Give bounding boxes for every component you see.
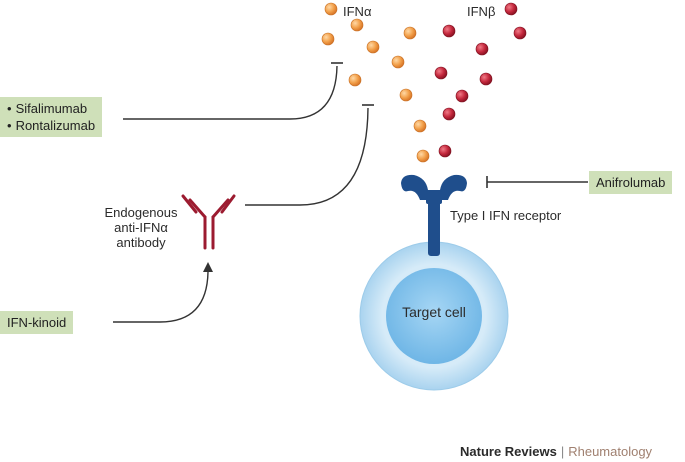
ifn-beta-ball [475, 42, 489, 56]
ifn-kinoid-box: IFN-kinoid [0, 311, 74, 334]
ifn-beta-label: IFNβ [467, 4, 496, 19]
ifn-beta-ball [513, 26, 527, 40]
ifn-beta-ball [442, 24, 456, 38]
journal-section: Rheumatology [568, 444, 653, 459]
ifn-beta-ball [434, 66, 448, 80]
target-cell-nucleus [386, 268, 482, 364]
journal-name: Nature Reviews [460, 444, 557, 459]
ifn-beta-ball [442, 107, 456, 121]
ifn-alpha-ball [350, 18, 364, 32]
antibody-label: Endogenous anti-IFNα antibody [104, 205, 178, 250]
ifn-alpha-ball [399, 88, 413, 102]
ifn-alpha-ball [413, 119, 427, 133]
kinoid-arrow-line [113, 271, 209, 323]
drug-rontalizumab: Rontalizumab [7, 117, 96, 134]
antibody-shape [181, 194, 236, 250]
ifn-alpha-ball [321, 32, 335, 46]
footer-separator: | [560, 444, 565, 459]
ifn-alpha-ball [391, 55, 405, 69]
ifn-receptor-shape [401, 174, 467, 256]
ifn-beta-ball [455, 89, 469, 103]
drug-sifalimumab: Sifalimumab [7, 100, 95, 117]
anifrolumab-box: Anifrolumab [589, 171, 673, 194]
journal-footer: Nature Reviews|Rheumatology [460, 444, 652, 459]
ifn-beta-molecules [434, 2, 527, 158]
ifn-alpha-label: IFNα [343, 4, 372, 19]
ifn-alpha-ball [348, 73, 362, 87]
sifalimumab-rontalizumab-box: Sifalimumab Rontalizumab [0, 97, 103, 137]
kinoid-arrow-head [203, 262, 213, 272]
receptor-label: Type I IFN receptor [450, 208, 562, 223]
ifn-alpha-ball [366, 40, 380, 54]
ifn-alpha-ball [403, 26, 417, 40]
ifn-alpha-ball [416, 149, 430, 163]
ifn-beta-ball [438, 144, 452, 158]
ifn-beta-ball [504, 2, 518, 16]
ifn-alpha-molecules [321, 2, 430, 163]
ifn-alpha-ball [324, 2, 338, 16]
ifn-beta-ball [479, 72, 493, 86]
antibody-inhibit-line [245, 107, 369, 206]
sifalimumab-inhibit-line [123, 65, 338, 120]
target-cell-label: Target cell [402, 304, 466, 320]
